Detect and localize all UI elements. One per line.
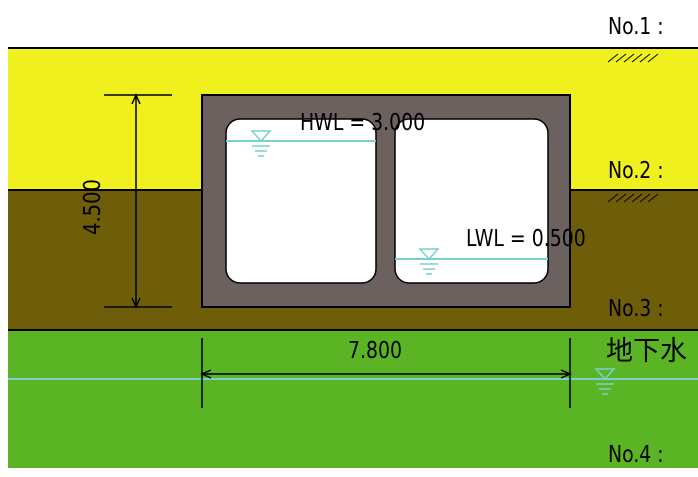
layer-boundary-1 [8,47,698,49]
layer-label-no4: No.4 : [608,442,664,468]
height-dimension [104,93,172,309]
ground-hatch-marks [607,53,659,203]
height-dimension-label: 4.500 [80,179,106,235]
groundwater-symbol-icon [594,368,616,395]
lwl-water-symbol-icon [418,248,440,275]
culvert-cell-left [225,118,377,284]
layer-label-no3: No.3 : [608,296,664,322]
width-dimension-label: 7.800 [348,338,403,364]
soil-layer-3 [8,330,698,468]
layer-label-no2: No.2 : [608,158,664,184]
layer-label-no1: No.1 : [608,14,664,40]
layer-boundary-3 [8,329,698,331]
width-dimension [200,338,572,408]
hwl-water-symbol-icon [250,130,272,157]
lwl-label: LWL = 0.500 [466,226,586,252]
hwl-label: HWL = 3.000 [300,110,426,136]
culvert-cell-right [394,118,549,284]
groundwater-label: 地下水 [606,336,687,367]
